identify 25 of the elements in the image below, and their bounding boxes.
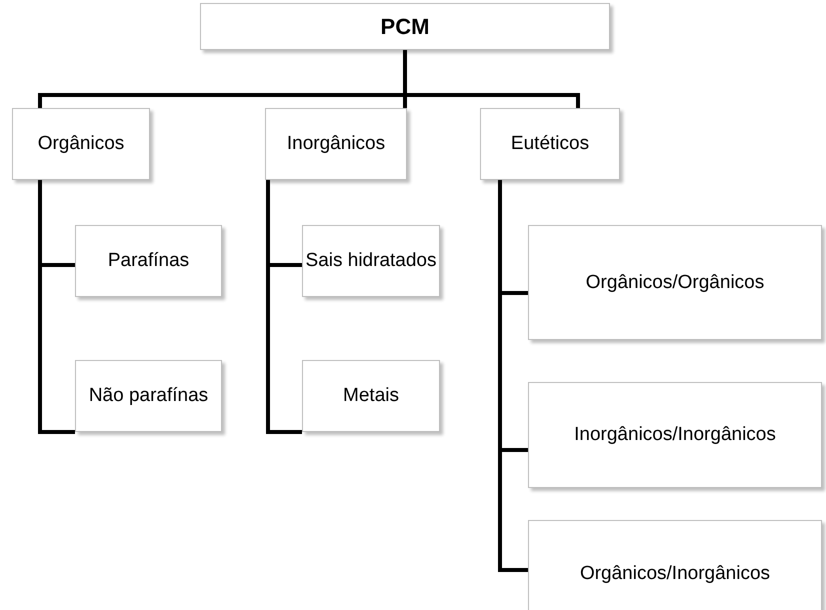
- category-box: [528, 382, 822, 488]
- node-label: Inorgânicos: [286, 133, 386, 155]
- category-box: [75, 225, 222, 297]
- node-label: Parafínas: [108, 250, 190, 272]
- category-box: [12, 108, 150, 180]
- category-box: [302, 360, 440, 432]
- node-label: Metais: [343, 385, 399, 407]
- connector-line: [498, 180, 528, 572]
- node-label: Orgânicos/Inorgânicos: [580, 563, 770, 585]
- node-label: Eutéticos: [510, 133, 590, 155]
- node-label: Orgânicos/Orgânicos: [586, 272, 764, 294]
- node-label: Sais hidratados: [306, 250, 436, 272]
- category-box: [528, 225, 822, 340]
- node-label: Orgânicos: [38, 133, 124, 155]
- category-box: [480, 108, 620, 180]
- connector-line: [38, 180, 75, 434]
- category-box: [265, 108, 407, 180]
- connector-line: [266, 180, 302, 434]
- root-box: [200, 3, 610, 50]
- node-label: Inorgânicos/Inorgânicos: [574, 424, 776, 446]
- category-box: [302, 225, 440, 297]
- category-box: [75, 360, 222, 432]
- node-label: Não parafínas: [88, 385, 208, 407]
- node-label: PCM: [380, 14, 430, 40]
- category-box: [528, 520, 822, 610]
